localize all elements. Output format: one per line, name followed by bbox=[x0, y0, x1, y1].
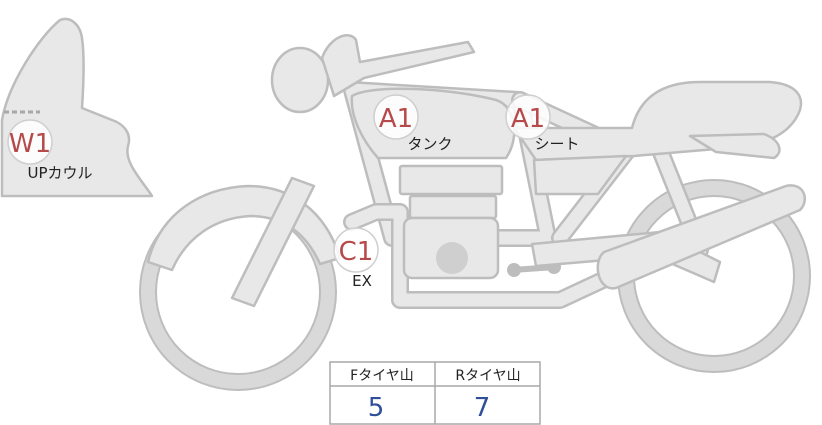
front-fork bbox=[230, 176, 316, 308]
tail-cowl bbox=[688, 132, 781, 160]
handlebar bbox=[320, 34, 476, 98]
front-tire-header: Fタイヤ山 bbox=[350, 368, 414, 384]
marker-label-exhaust: EX bbox=[352, 272, 372, 290]
marker-label-seat: シート bbox=[534, 135, 579, 153]
tire-tread-table: Fタイヤ山 Rタイヤ山 5 7 bbox=[329, 361, 541, 425]
marker-label-upper-cowl: UPカウル bbox=[27, 164, 92, 182]
rear-tire-value: 7 bbox=[474, 393, 491, 423]
muffler-part bbox=[596, 184, 806, 290]
marker-exhaust[interactable]: C1 EX bbox=[333, 227, 379, 290]
engine bbox=[398, 164, 504, 280]
headlight bbox=[270, 46, 330, 114]
marker-upper-cowl[interactable]: W1 UPカウル bbox=[7, 119, 93, 182]
marker-code-a1-seat: A1 bbox=[511, 104, 545, 134]
marker-code-a1-tank: A1 bbox=[379, 104, 413, 134]
marker-label-tank: タンク bbox=[407, 135, 452, 153]
rear-tire-header: Rタイヤ山 bbox=[455, 368, 520, 384]
marker-seat[interactable]: A1 シート bbox=[505, 94, 580, 153]
marker-code-c1: C1 bbox=[339, 237, 374, 267]
front-tire-value: 5 bbox=[368, 393, 385, 423]
marker-code-w1: W1 bbox=[9, 129, 51, 159]
front-fender-part bbox=[146, 184, 342, 272]
side-cover-part bbox=[532, 154, 628, 196]
marker-tank[interactable]: A1 タンク bbox=[373, 94, 453, 153]
